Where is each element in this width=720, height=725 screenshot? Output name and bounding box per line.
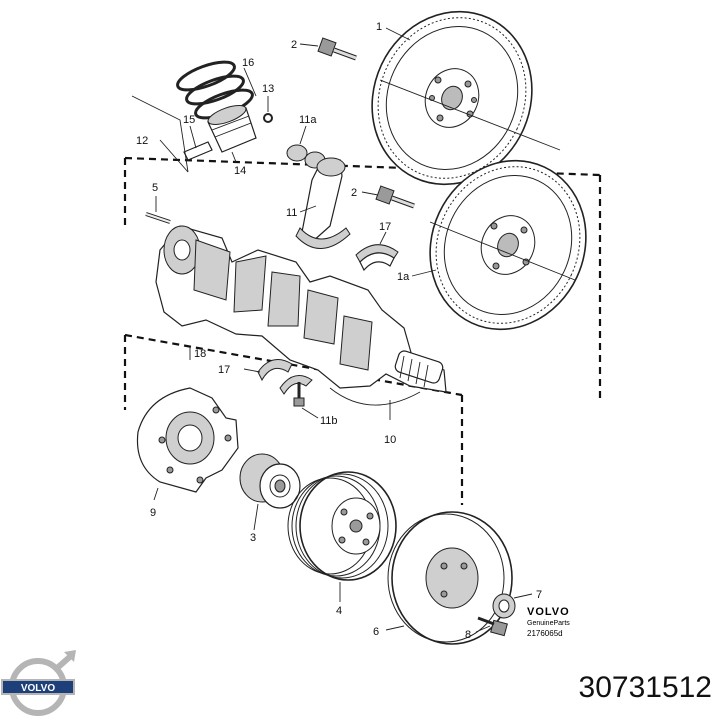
- label-17-upper: 17: [379, 221, 391, 233]
- flywheel-upper: [371, 10, 561, 186]
- label-7: 7: [536, 589, 542, 601]
- conrod-bolt: [293, 382, 305, 407]
- label-9: 9: [150, 507, 156, 519]
- label-14: 14: [234, 165, 246, 177]
- label-11a: 11a: [299, 114, 317, 126]
- flywheel-bolt-upper: [317, 37, 357, 61]
- label-6: 6: [373, 626, 379, 638]
- bearing-shell-upper: [355, 244, 399, 272]
- callout-labels: 1 1a 2 2 3 4 5 6 7 8 9 10 11 11a 11b 12 …: [136, 21, 542, 641]
- label-2-lower: 2: [351, 187, 357, 199]
- label-12: 12: [136, 135, 148, 147]
- label-1: 1: [376, 21, 382, 33]
- label-18: 18: [194, 348, 206, 360]
- label-13: 13: [262, 83, 274, 95]
- label-4: 4: [336, 605, 342, 617]
- part-number: 30731512: [579, 671, 712, 704]
- piston: [207, 105, 257, 153]
- flywheel-bolt-lower: [375, 185, 415, 209]
- label-15: 15: [183, 114, 195, 126]
- label-5: 5: [152, 182, 158, 194]
- logo-wordmark: VOLVO: [21, 683, 55, 694]
- oil-pump: [136, 387, 239, 493]
- vibration-damper: [387, 511, 513, 645]
- crankshaft-pulley: [287, 471, 397, 581]
- label-2-upper: 2: [291, 39, 297, 51]
- circlip: [263, 113, 273, 123]
- stamp-brand: VOLVO: [527, 606, 570, 618]
- volvo-logo: VOLVO: [1, 650, 76, 716]
- stamp-genuine: GenuineParts: [527, 620, 570, 627]
- timing-gear: [239, 453, 301, 509]
- connecting-rod: [295, 157, 351, 249]
- label-10: 10: [384, 434, 396, 446]
- drawing-code: 2176065d: [527, 629, 563, 638]
- label-17-lower: 17: [218, 364, 230, 376]
- label-16: 16: [242, 57, 254, 69]
- crankshaft: [155, 225, 447, 406]
- flywheel-lower: [429, 159, 587, 331]
- pulley-washer: [492, 593, 516, 619]
- label-8: 8: [465, 629, 471, 641]
- label-11: 11: [286, 207, 297, 219]
- pulley-bolt: [477, 616, 508, 637]
- conrod-bearing-cap: [286, 144, 326, 169]
- label-1a: 1a: [397, 271, 410, 283]
- leader-lines: [131, 27, 533, 633]
- label-11b: 11b: [320, 415, 338, 427]
- bearing-shell-lower: [257, 359, 313, 395]
- woodruff-key: [145, 212, 171, 224]
- label-3: 3: [250, 532, 256, 544]
- piston-pin: [183, 141, 213, 161]
- group-frame-lower: [123, 333, 464, 505]
- genuine-parts-stamp: VOLVO GenuineParts 2176065d: [527, 606, 570, 638]
